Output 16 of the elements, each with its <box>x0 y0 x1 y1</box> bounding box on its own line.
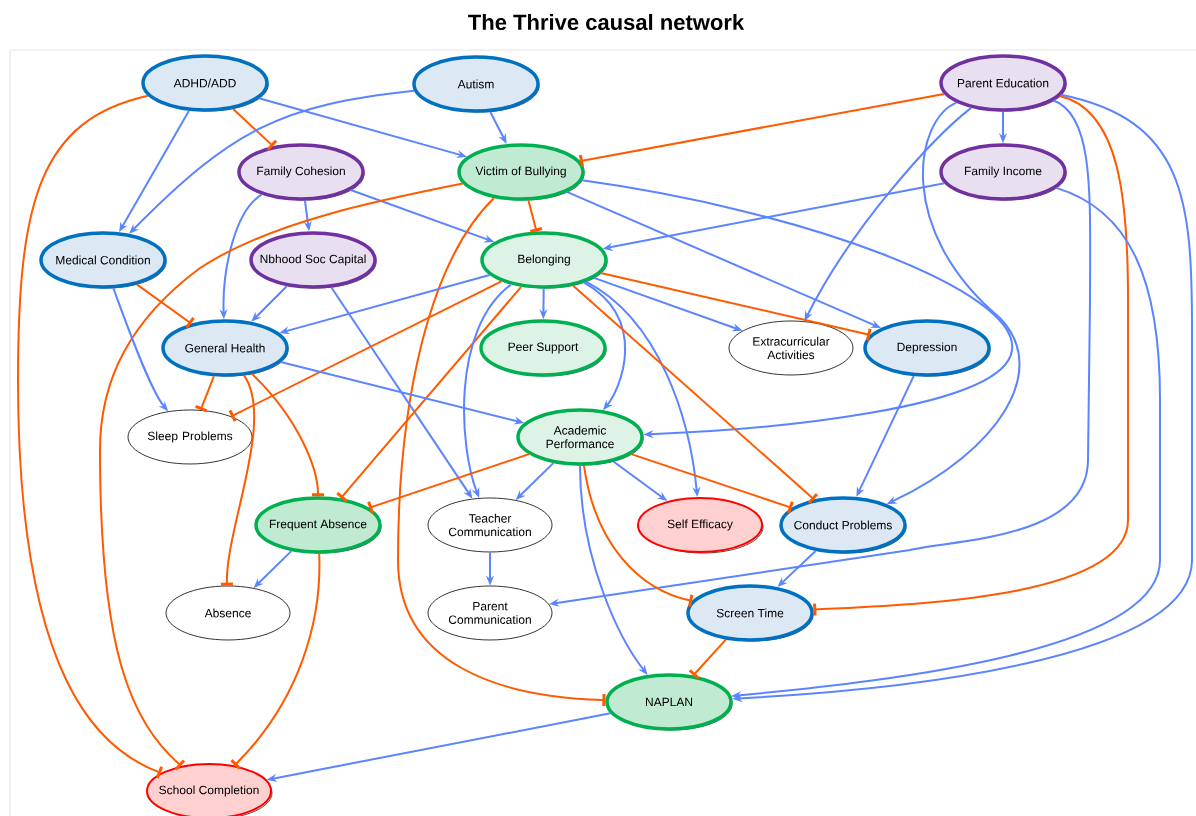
arrow <box>599 272 872 341</box>
arrow <box>251 373 324 497</box>
arrow <box>397 197 606 707</box>
arrow <box>630 453 794 514</box>
arrow <box>251 285 288 322</box>
arrow <box>135 283 195 329</box>
arrow <box>220 374 256 586</box>
arrow <box>230 552 321 770</box>
arrow <box>228 280 503 422</box>
arrow <box>99 182 464 771</box>
arrow <box>527 199 543 233</box>
arrow <box>813 95 1129 616</box>
arrow <box>583 464 694 607</box>
arrow <box>367 453 530 514</box>
title: The Thrive causal network <box>468 13 745 31</box>
arrow <box>581 179 1013 439</box>
